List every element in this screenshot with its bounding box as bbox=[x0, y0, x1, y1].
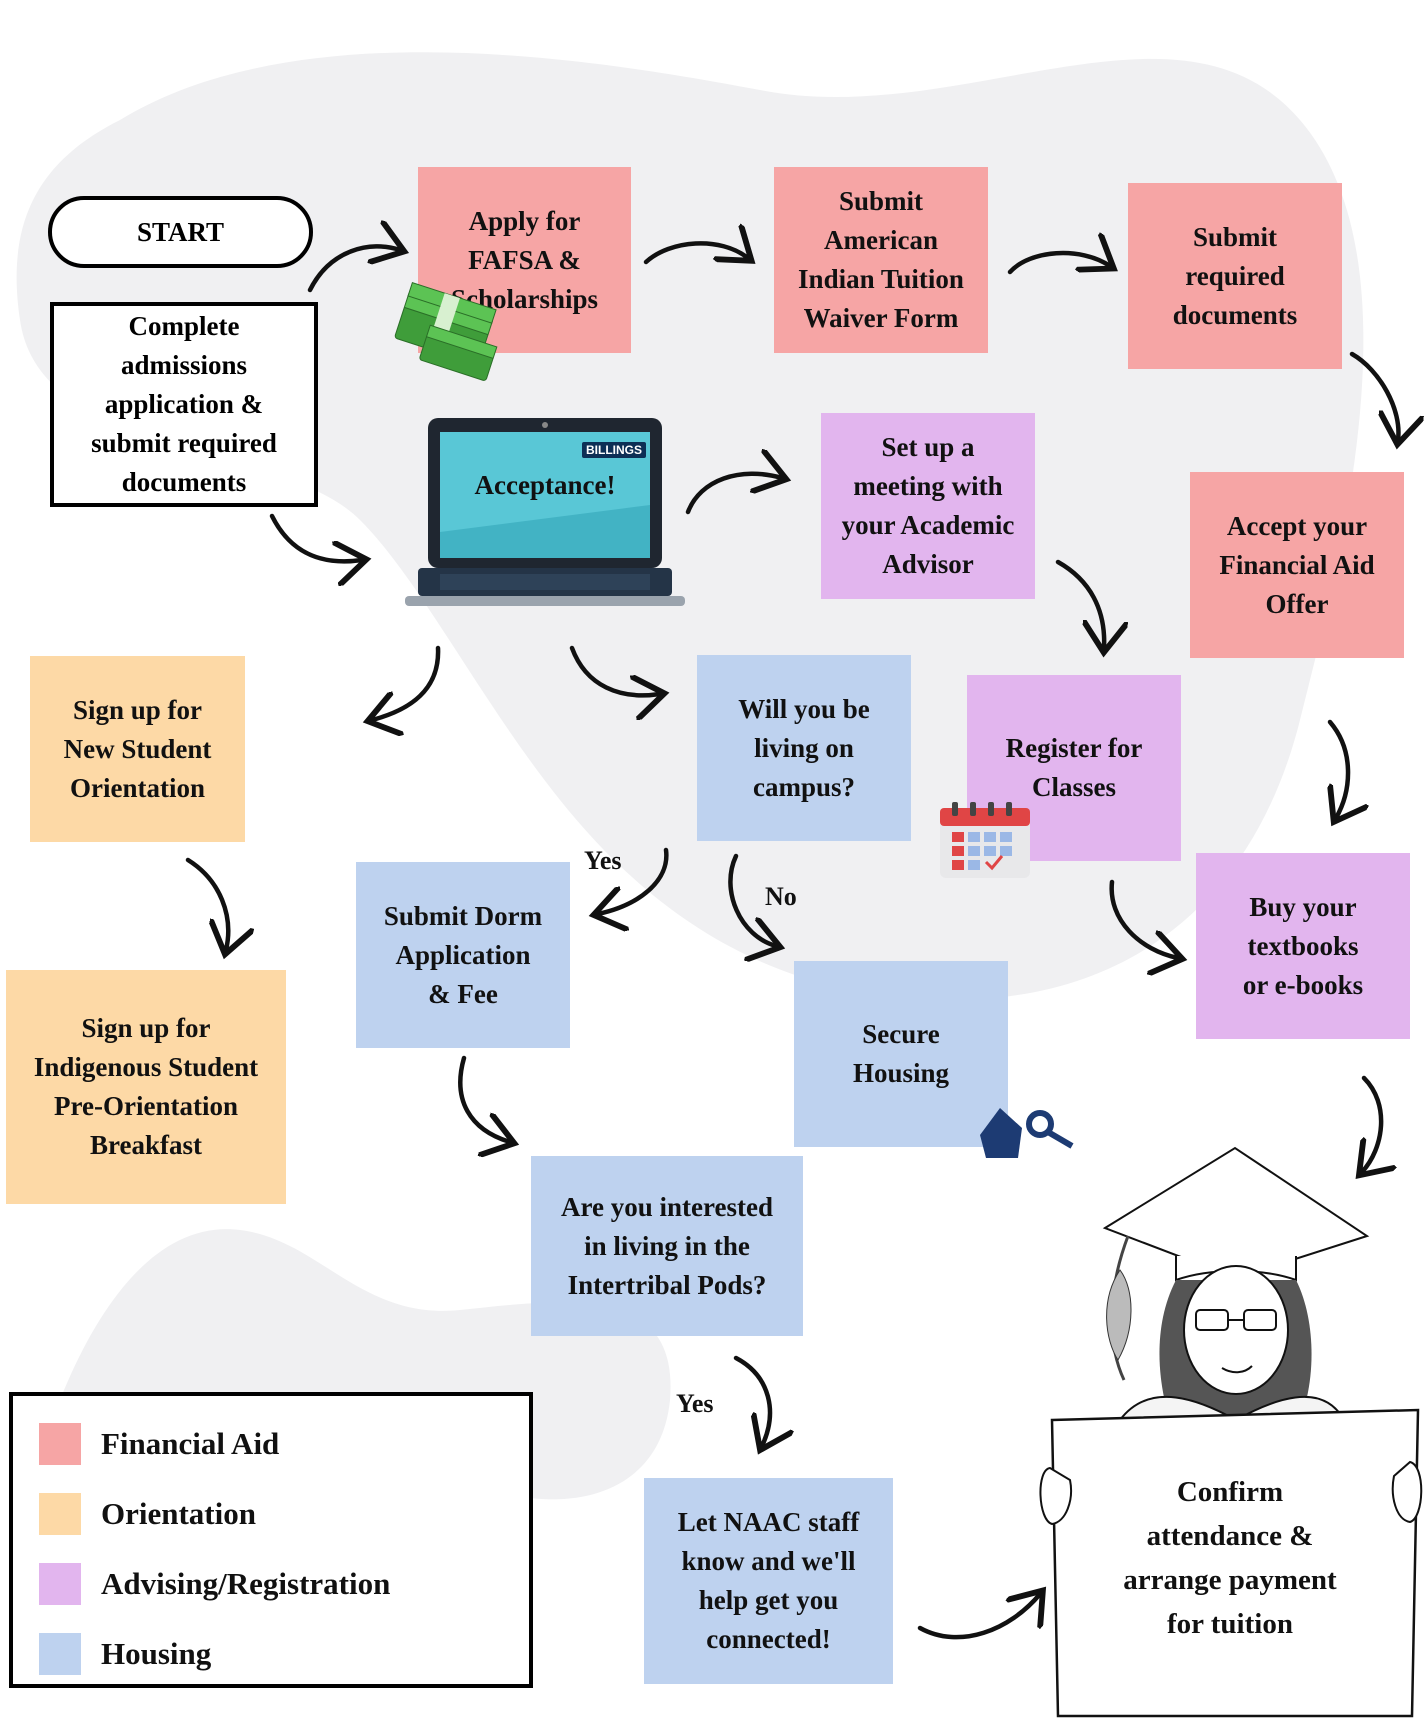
confirm-label: Confirm attendance & arrange payment for… bbox=[1123, 1476, 1337, 1640]
register-label: Register for Classes bbox=[1005, 733, 1143, 802]
secure-housing-step: Secure Housing bbox=[794, 961, 1008, 1147]
no-label-housing: No bbox=[765, 882, 797, 911]
graduate-illustration bbox=[1102, 1146, 1370, 1422]
living-on-campus-label: Will you be living on campus? bbox=[738, 693, 870, 802]
pods-question: Are you interested in living in the Inte… bbox=[531, 1156, 803, 1336]
naac-step: Let NAAC staff know and we'll help get y… bbox=[644, 1478, 893, 1684]
legend-label-orientation: Orientation bbox=[101, 1496, 256, 1531]
legend-swatch-housing bbox=[39, 1633, 81, 1675]
money-icon bbox=[394, 282, 498, 381]
legend-label-financial-aid: Financial Aid bbox=[101, 1426, 280, 1461]
legend-swatch-advising bbox=[39, 1563, 81, 1605]
accept-aid-step: Accept your Financial Aid Offer bbox=[1190, 472, 1404, 658]
legend-label-housing: Housing bbox=[101, 1636, 212, 1671]
dorm-step: Submit Dorm Application & Fee bbox=[356, 862, 570, 1048]
confirm-sign bbox=[1039, 1408, 1423, 1718]
orientation-label: Sign up for New Student Orientation bbox=[63, 694, 212, 803]
flow-arrows bbox=[185, 243, 1398, 1640]
acceptance-label: Acceptance! bbox=[474, 470, 616, 500]
admissions-step: Complete admissions application & submit… bbox=[50, 302, 318, 507]
legend: Financial Aid Orientation Advising/Regis… bbox=[9, 1392, 533, 1688]
legend-item-housing: Housing bbox=[39, 1632, 211, 1676]
legend-label-advising: Advising/Registration bbox=[101, 1566, 391, 1601]
advisor-step: Set up a meeting with your Academic Advi… bbox=[821, 413, 1035, 599]
required-docs-label: Submit required documents bbox=[1172, 221, 1298, 330]
breakfast-label: Sign up for Indigenous Student Pre-Orien… bbox=[33, 1013, 259, 1160]
calendar-icon bbox=[940, 802, 1030, 878]
living-on-campus-question: Will you be living on campus? bbox=[697, 655, 911, 841]
accept-aid-label: Accept your Financial Aid Offer bbox=[1219, 510, 1375, 619]
required-docs-step: Submit required documents bbox=[1128, 183, 1342, 369]
legend-swatch-orientation bbox=[39, 1493, 81, 1535]
waiver-step: Submit American Indian Tuition Waiver Fo… bbox=[774, 167, 988, 353]
start-label: START bbox=[136, 216, 225, 247]
admissions-label: Complete admissions application & submit… bbox=[91, 311, 277, 497]
legend-item-advising: Advising/Registration bbox=[39, 1562, 390, 1606]
waiver-label: Submit American Indian Tuition Waiver Fo… bbox=[798, 186, 964, 333]
legend-item-financial-aid: Financial Aid bbox=[39, 1422, 279, 1466]
fafsa-label: Apply for FAFSA & Scholarships bbox=[450, 205, 599, 314]
legend-item-orientation: Orientation bbox=[39, 1492, 256, 1536]
legend-swatch-financial-aid bbox=[39, 1423, 81, 1465]
yes-label-dorm: Yes bbox=[584, 846, 622, 875]
breakfast-step: Sign up for Indigenous Student Pre-Orien… bbox=[6, 970, 286, 1204]
billings-logo: BILLINGS bbox=[582, 442, 646, 458]
start-node: START bbox=[48, 196, 313, 268]
dorm-label: Submit Dorm Application & Fee bbox=[383, 900, 543, 1009]
advisor-label: Set up a meeting with your Academic Advi… bbox=[841, 432, 1015, 579]
textbooks-step: Buy your textbooks or e-books bbox=[1196, 853, 1410, 1039]
secure-housing-label: Secure Housing bbox=[852, 1019, 950, 1088]
pods-label: Are you interested in living in the Inte… bbox=[561, 1191, 773, 1300]
house-key-icon bbox=[980, 1108, 1074, 1158]
naac-label: Let NAAC staff know and we'll help get y… bbox=[677, 1507, 860, 1654]
yes-label-pods: Yes bbox=[676, 1389, 714, 1418]
textbooks-label: Buy your textbooks or e-books bbox=[1242, 891, 1364, 1000]
orientation-step: Sign up for New Student Orientation bbox=[30, 656, 245, 842]
